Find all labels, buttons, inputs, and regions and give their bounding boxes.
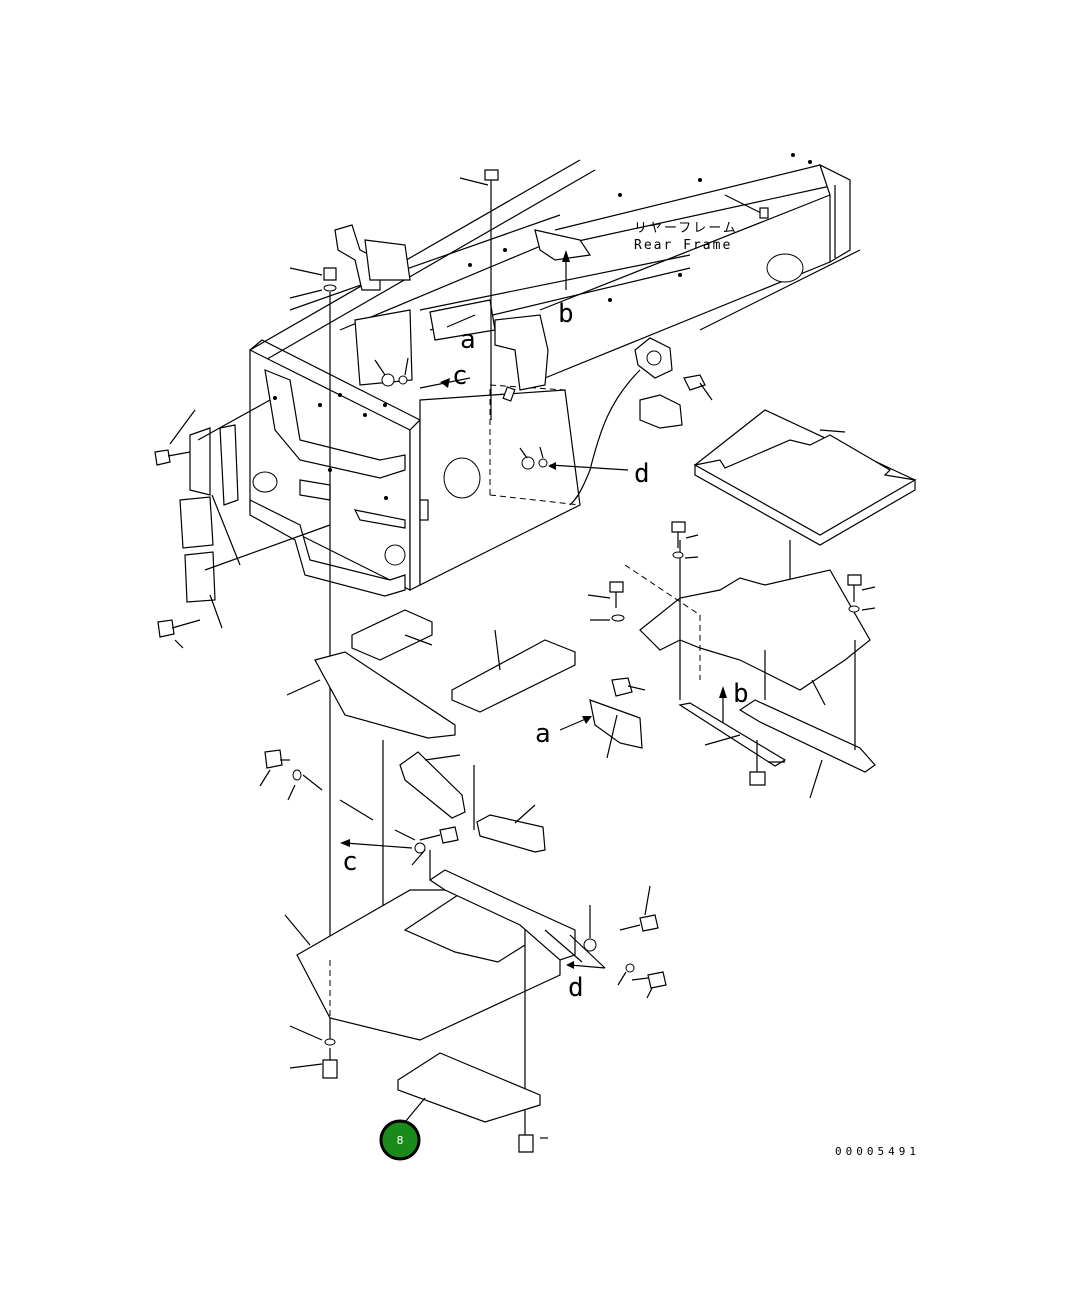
arrow-letter-c-top: c (452, 361, 468, 391)
arrow-letter-b-top: b (558, 299, 574, 329)
arrow-letter-a-bottom: a (535, 719, 551, 749)
arrow-letter-d-top: d (634, 459, 650, 489)
top-bolt (484, 169, 499, 420)
middle-parts (259, 609, 646, 985)
rear-frame-label-en: Rear Frame (634, 238, 732, 253)
frame-holes (273, 153, 812, 500)
rear-frame-assembly (249, 153, 861, 597)
arrow-letter-b-bottom: b (733, 679, 749, 709)
right-covers (587, 374, 917, 799)
left-side-parts (154, 399, 331, 649)
nut-washer-left (323, 267, 337, 1040)
callout-number: 8 (397, 1134, 404, 1147)
callout-marker[interactable]: 8 (379, 1119, 421, 1161)
drawing-number: 00005491 (835, 1145, 920, 1158)
callout-circle[interactable] (379, 1119, 421, 1161)
arrow-letter-c-bottom: c (342, 847, 358, 877)
arrow-markers: b a c d a b c d (340, 250, 749, 1003)
arrow-letter-d-bottom: d (568, 973, 584, 1003)
under-cover (284, 850, 667, 1153)
rear-frame-label-jp: リヤーフレーム (634, 221, 738, 236)
arrow-letter-a-top: a (460, 325, 476, 355)
